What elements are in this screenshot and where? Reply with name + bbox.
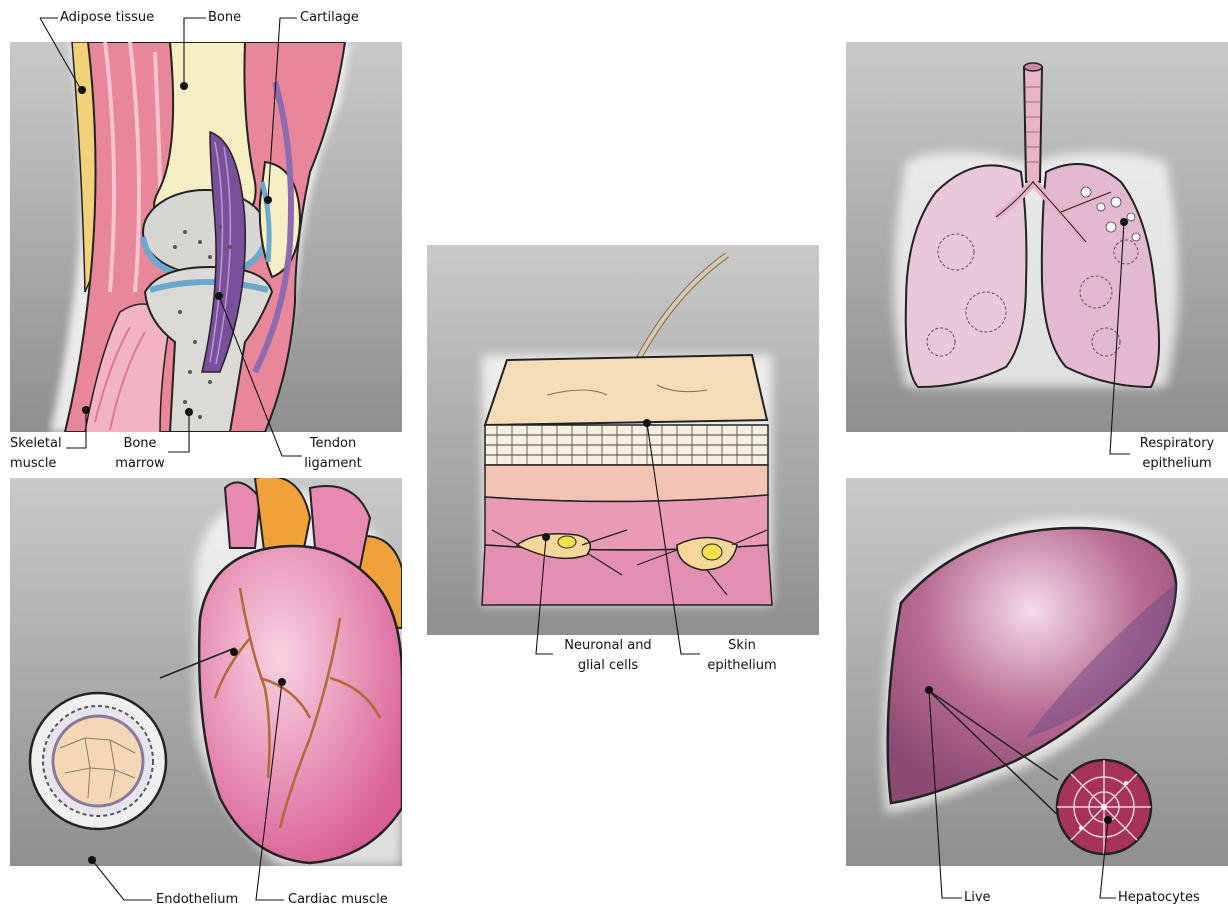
lungs-illustration: [846, 42, 1228, 432]
label-respiratory-line2: epithelium: [1132, 454, 1222, 474]
label-bone-marrow: Bone marrow: [112, 434, 168, 474]
label-marrow-line1: Bone: [112, 434, 168, 454]
skin-panel: [427, 245, 819, 635]
label-live: Live: [964, 888, 991, 908]
label-skeletal-muscle: Skeletal muscle: [10, 434, 62, 474]
label-cartilage: Cartilage: [300, 8, 359, 28]
label-hepatocytes: Hepatocytes: [1118, 888, 1200, 908]
liver-panel: [846, 478, 1228, 866]
label-tendon-line1: Tendon: [302, 434, 364, 454]
label-tendon-ligament: Tendon ligament: [302, 434, 364, 474]
label-respiratory-line1: Respiratory: [1132, 434, 1222, 454]
label-neuronal-line2: glial cells: [553, 656, 663, 676]
knee-illustration: [10, 42, 402, 432]
label-marrow-line2: marrow: [112, 454, 168, 474]
label-skeletal-line2: muscle: [10, 454, 62, 474]
label-bone: Bone: [208, 8, 241, 28]
label-skin-line1: Skin: [702, 636, 782, 656]
skin-illustration: [427, 245, 819, 635]
label-adipose-tissue: Adipose tissue: [60, 8, 154, 28]
label-skeletal-line1: Skeletal: [10, 434, 62, 454]
label-neuronal-line1: Neuronal and: [553, 636, 663, 656]
lungs-panel: [846, 42, 1228, 432]
label-tendon-line2: ligament: [302, 454, 364, 474]
label-cardiac-muscle: Cardiac muscle: [288, 890, 388, 910]
label-skin-line2: epithelium: [702, 656, 782, 676]
label-respiratory-epithelium: Respiratory epithelium: [1132, 434, 1222, 474]
heart-illustration: [10, 478, 402, 866]
liver-illustration: [846, 478, 1228, 866]
label-endothelium: Endothelium: [156, 890, 238, 910]
label-neuronal-glial: Neuronal and glial cells: [553, 636, 663, 676]
heart-panel: [10, 478, 402, 866]
label-skin-epithelium: Skin epithelium: [702, 636, 782, 676]
knee-panel: [10, 42, 402, 432]
